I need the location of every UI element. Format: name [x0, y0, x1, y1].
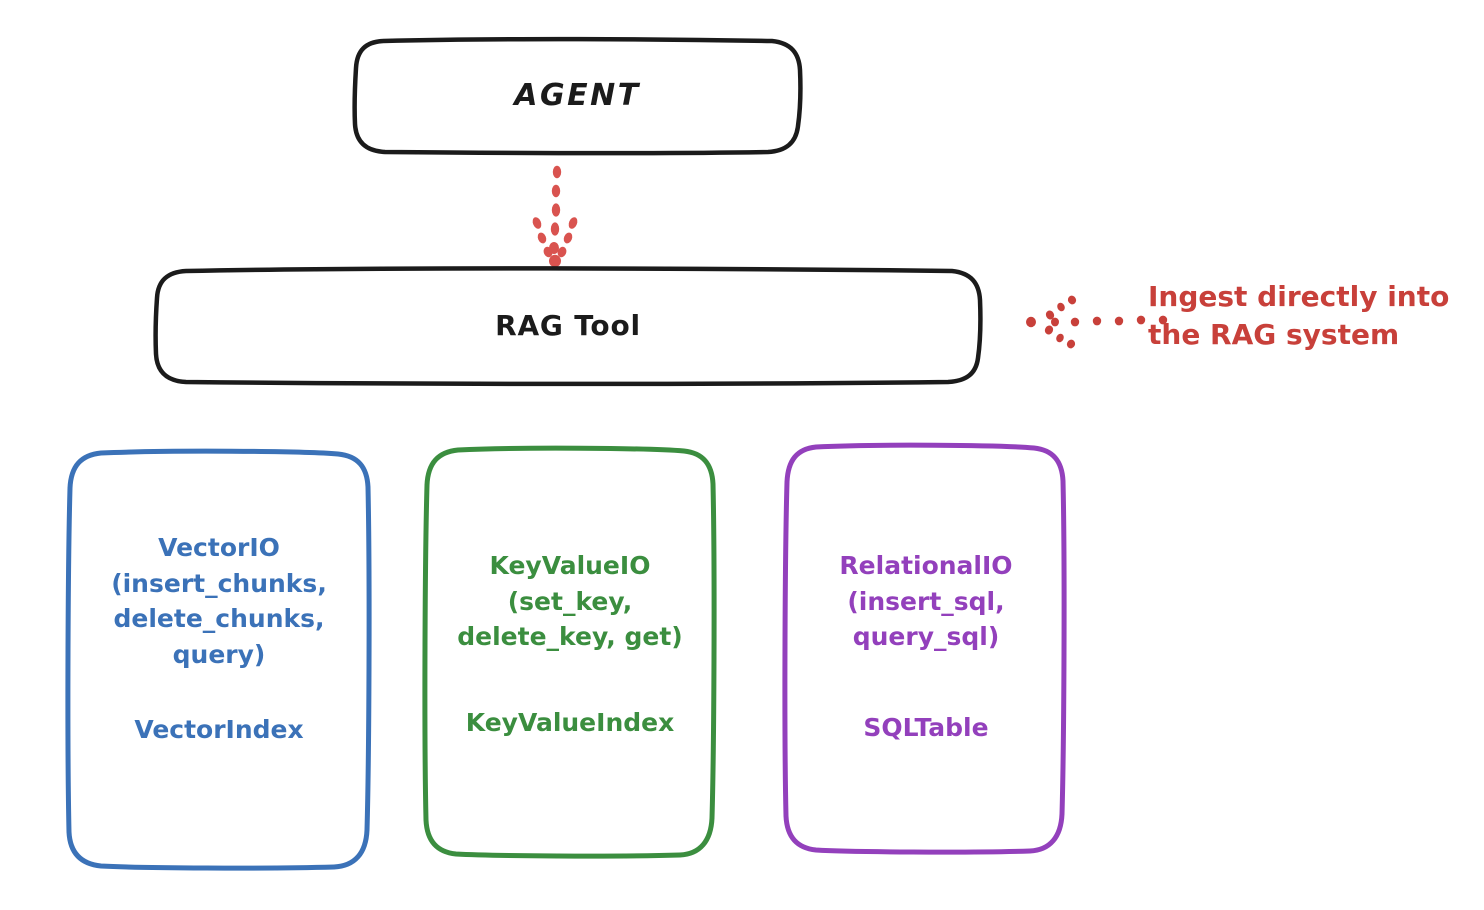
key-value-io-box-outline: [422, 445, 717, 859]
rag-tool-box-outline: [153, 266, 983, 387]
relational-io-box-outline: [782, 442, 1067, 855]
vector-io-box-outline: [65, 448, 372, 871]
ingest-arrow: [1026, 295, 1168, 349]
agent-box-outline: [352, 36, 803, 156]
agent-to-rag-arrow: [532, 165, 578, 268]
